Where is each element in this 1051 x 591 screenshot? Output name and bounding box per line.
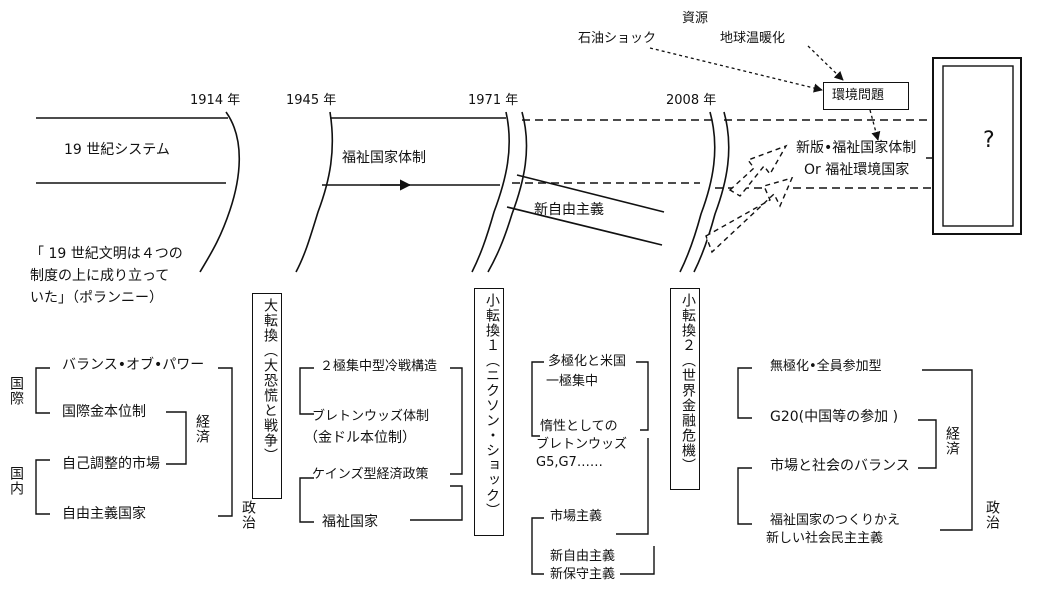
bracket-domestic	[35, 459, 50, 515]
col1-liberal-state: 自由主義国家	[62, 506, 146, 522]
col4-g20: G20(中国等の参加 )	[770, 409, 899, 425]
boundary-1971-left	[471, 111, 511, 273]
bracket-col4-left-bottom	[737, 467, 752, 525]
arrow-env-to-new	[869, 109, 881, 141]
label-19c-system: 19 世紀システム	[64, 142, 170, 158]
year-1914: 1914 年	[190, 93, 241, 108]
year-1945: 1945 年	[286, 93, 337, 108]
bracket-col3-right-bottom	[620, 546, 655, 575]
label-oil-shock: 石油ショック	[578, 31, 657, 46]
big-dashed-arrow-lower	[705, 176, 794, 254]
bracket-col3-left-bottom	[531, 517, 544, 575]
label-international: 国際	[8, 376, 24, 406]
col2-gold-dollar: （金ドル本位制）	[304, 430, 416, 446]
col4-market-society-balance: 市場と社会のバランス	[770, 458, 910, 474]
label-domestic: 国内	[8, 466, 24, 496]
col3-inertia-3: G5,G7……	[536, 455, 603, 470]
col4-new-social-democracy: 新しい社会民主主義	[766, 531, 884, 546]
label-welfare-state-system: 福祉国家体制	[342, 150, 426, 166]
col3-neoconservatism: 新保守主義	[550, 567, 616, 582]
col3-inertia-1: 惰性としての	[540, 419, 618, 434]
bracket-col2-left-top	[299, 367, 314, 415]
bracket-economy-col1	[166, 411, 187, 465]
boundary-2008-right	[693, 111, 730, 273]
boundary-2008-left	[679, 111, 716, 273]
bracket-col2-left-bottom	[299, 477, 314, 523]
bracket-col3-left-top	[531, 361, 544, 437]
transition-small2: 小転換２（世界金融危機）	[670, 288, 700, 490]
label-new-welfare-1: 新版•福祉国家体制	[796, 140, 917, 156]
boundary-1945	[295, 111, 334, 273]
col4-economy: 経済	[944, 426, 960, 456]
col3-neoliberalism: 新自由主義	[550, 549, 616, 564]
neoliberal-top	[516, 174, 665, 213]
bracket-col3-right-mid	[616, 438, 649, 535]
bracket-col2-right-bottom	[410, 485, 463, 521]
label-neoliberalism: 新自由主義	[534, 202, 604, 218]
polanyi-line1: 「 19 世紀文明は４つの	[30, 246, 183, 262]
environment-problem-box: 環境問題	[823, 82, 909, 110]
question-box-outer	[932, 57, 1022, 235]
year-2008: 2008 年	[666, 93, 717, 108]
label-resources: 資源	[682, 11, 709, 26]
bracket-col4-politics	[922, 369, 973, 531]
col4-welfare-rebuild: 福祉国家のつくりかえ	[770, 513, 901, 528]
bracket-col3-right-top	[636, 361, 649, 431]
boundary-1971-right	[487, 111, 528, 273]
transition-small1: 小転換１（ニクソン・ショック）	[474, 288, 504, 536]
bracket-col4-economy	[918, 419, 937, 469]
bracket-international	[35, 367, 50, 414]
bracket-col2-right-top	[450, 367, 463, 475]
polanyi-line3: いた」（ポランニー）	[30, 290, 163, 306]
col2-bretton-woods: ブレトンウッズ体制	[312, 409, 430, 424]
col2-welfare-state: 福祉国家	[322, 514, 378, 530]
bracket-politics-col1	[218, 367, 233, 517]
transition-great: 大転換（大恐慌と戦争）	[252, 293, 282, 499]
col1-gold-standard: 国際金本位制	[62, 404, 146, 420]
col3-multipolar-1: 多極化と米国	[548, 354, 627, 369]
col1-economy: 経済	[194, 414, 210, 444]
col2-keynesian: ケインズ型経済政策	[312, 467, 429, 482]
label-global-warming: 地球温暖化	[720, 31, 786, 46]
question-mark: ?	[983, 128, 995, 153]
question-box-inner	[942, 65, 1014, 227]
arrow-oil-to-env	[649, 47, 823, 93]
col4-politics: 政治	[984, 500, 1000, 530]
big-dashed-arrow-upper	[728, 144, 788, 197]
neoliberal-bottom	[506, 206, 663, 246]
col3-multipolar-2: 一極集中	[546, 374, 599, 389]
label-new-welfare-2: Or 福祉環境国家	[804, 162, 910, 178]
boundary-1914	[199, 111, 241, 273]
col1-balance-of-power: バランス•オブ•パワー	[62, 357, 205, 373]
col2-bipolar-cold-war: ２極集中型冷戦構造	[320, 359, 438, 374]
polanyi-line2: 制度の上に成り立って	[30, 268, 170, 284]
year-1971: 1971 年	[468, 93, 519, 108]
arrow-warming-to-env	[807, 45, 844, 81]
col1-self-regulating-market: 自己調整的市場	[62, 456, 160, 472]
bracket-col4-left-top	[737, 367, 752, 419]
col1-politics: 政治	[240, 500, 256, 530]
col3-market-principle: 市場主義	[550, 509, 603, 524]
col3-inertia-2: ブレトンウッズ	[536, 437, 628, 452]
col4-nonpolar: 無極化•全員参加型	[770, 359, 882, 374]
